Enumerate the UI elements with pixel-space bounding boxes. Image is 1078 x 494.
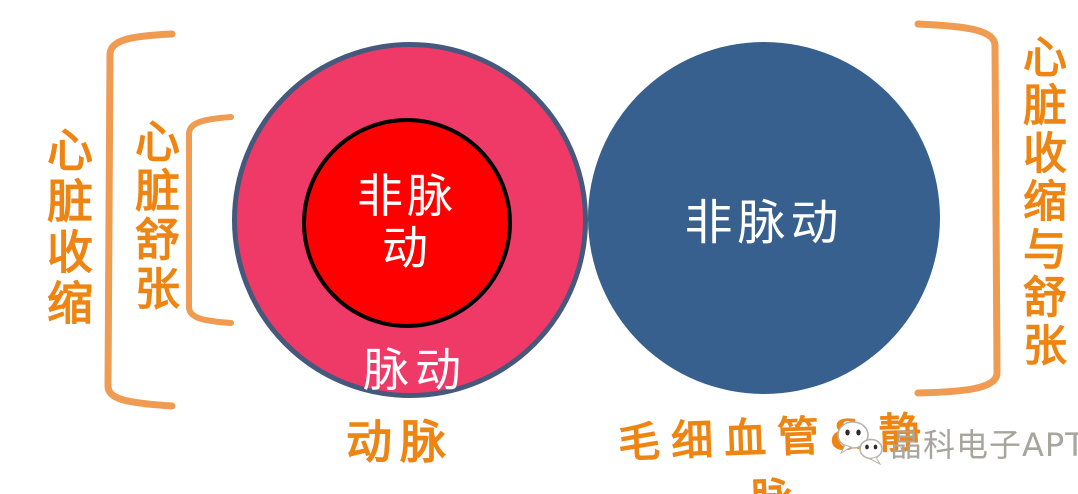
artery-inner-circle: 非脉 动 xyxy=(302,118,512,328)
watermark: 晶科电子APT xyxy=(836,420,1078,466)
artery-outer-circle: 非脉 动 xyxy=(232,42,588,398)
label-heart-systole-diastole: 心脏收缩与舒张 xyxy=(1015,34,1066,370)
wechat-icon xyxy=(837,421,883,466)
artery-inner-label-line2: 动 xyxy=(382,221,432,275)
label-heart-systole: 心脏收缩 xyxy=(40,126,94,330)
artery-inner-label-line1: 非脉 xyxy=(357,169,457,224)
vein-circle-label: 非脉动 xyxy=(684,195,844,251)
artery-inner-label: 非脉 动 xyxy=(357,171,457,274)
caption-artery: 动脉 xyxy=(346,415,454,469)
vein-circle: 非脉动 xyxy=(588,42,940,394)
left-inner-bracket xyxy=(186,114,234,326)
label-heart-diastole: 心脏舒张 xyxy=(127,118,180,314)
watermark-text: 晶科电子APT xyxy=(890,426,1078,464)
artery-ring-label: 脉动 xyxy=(363,343,467,397)
